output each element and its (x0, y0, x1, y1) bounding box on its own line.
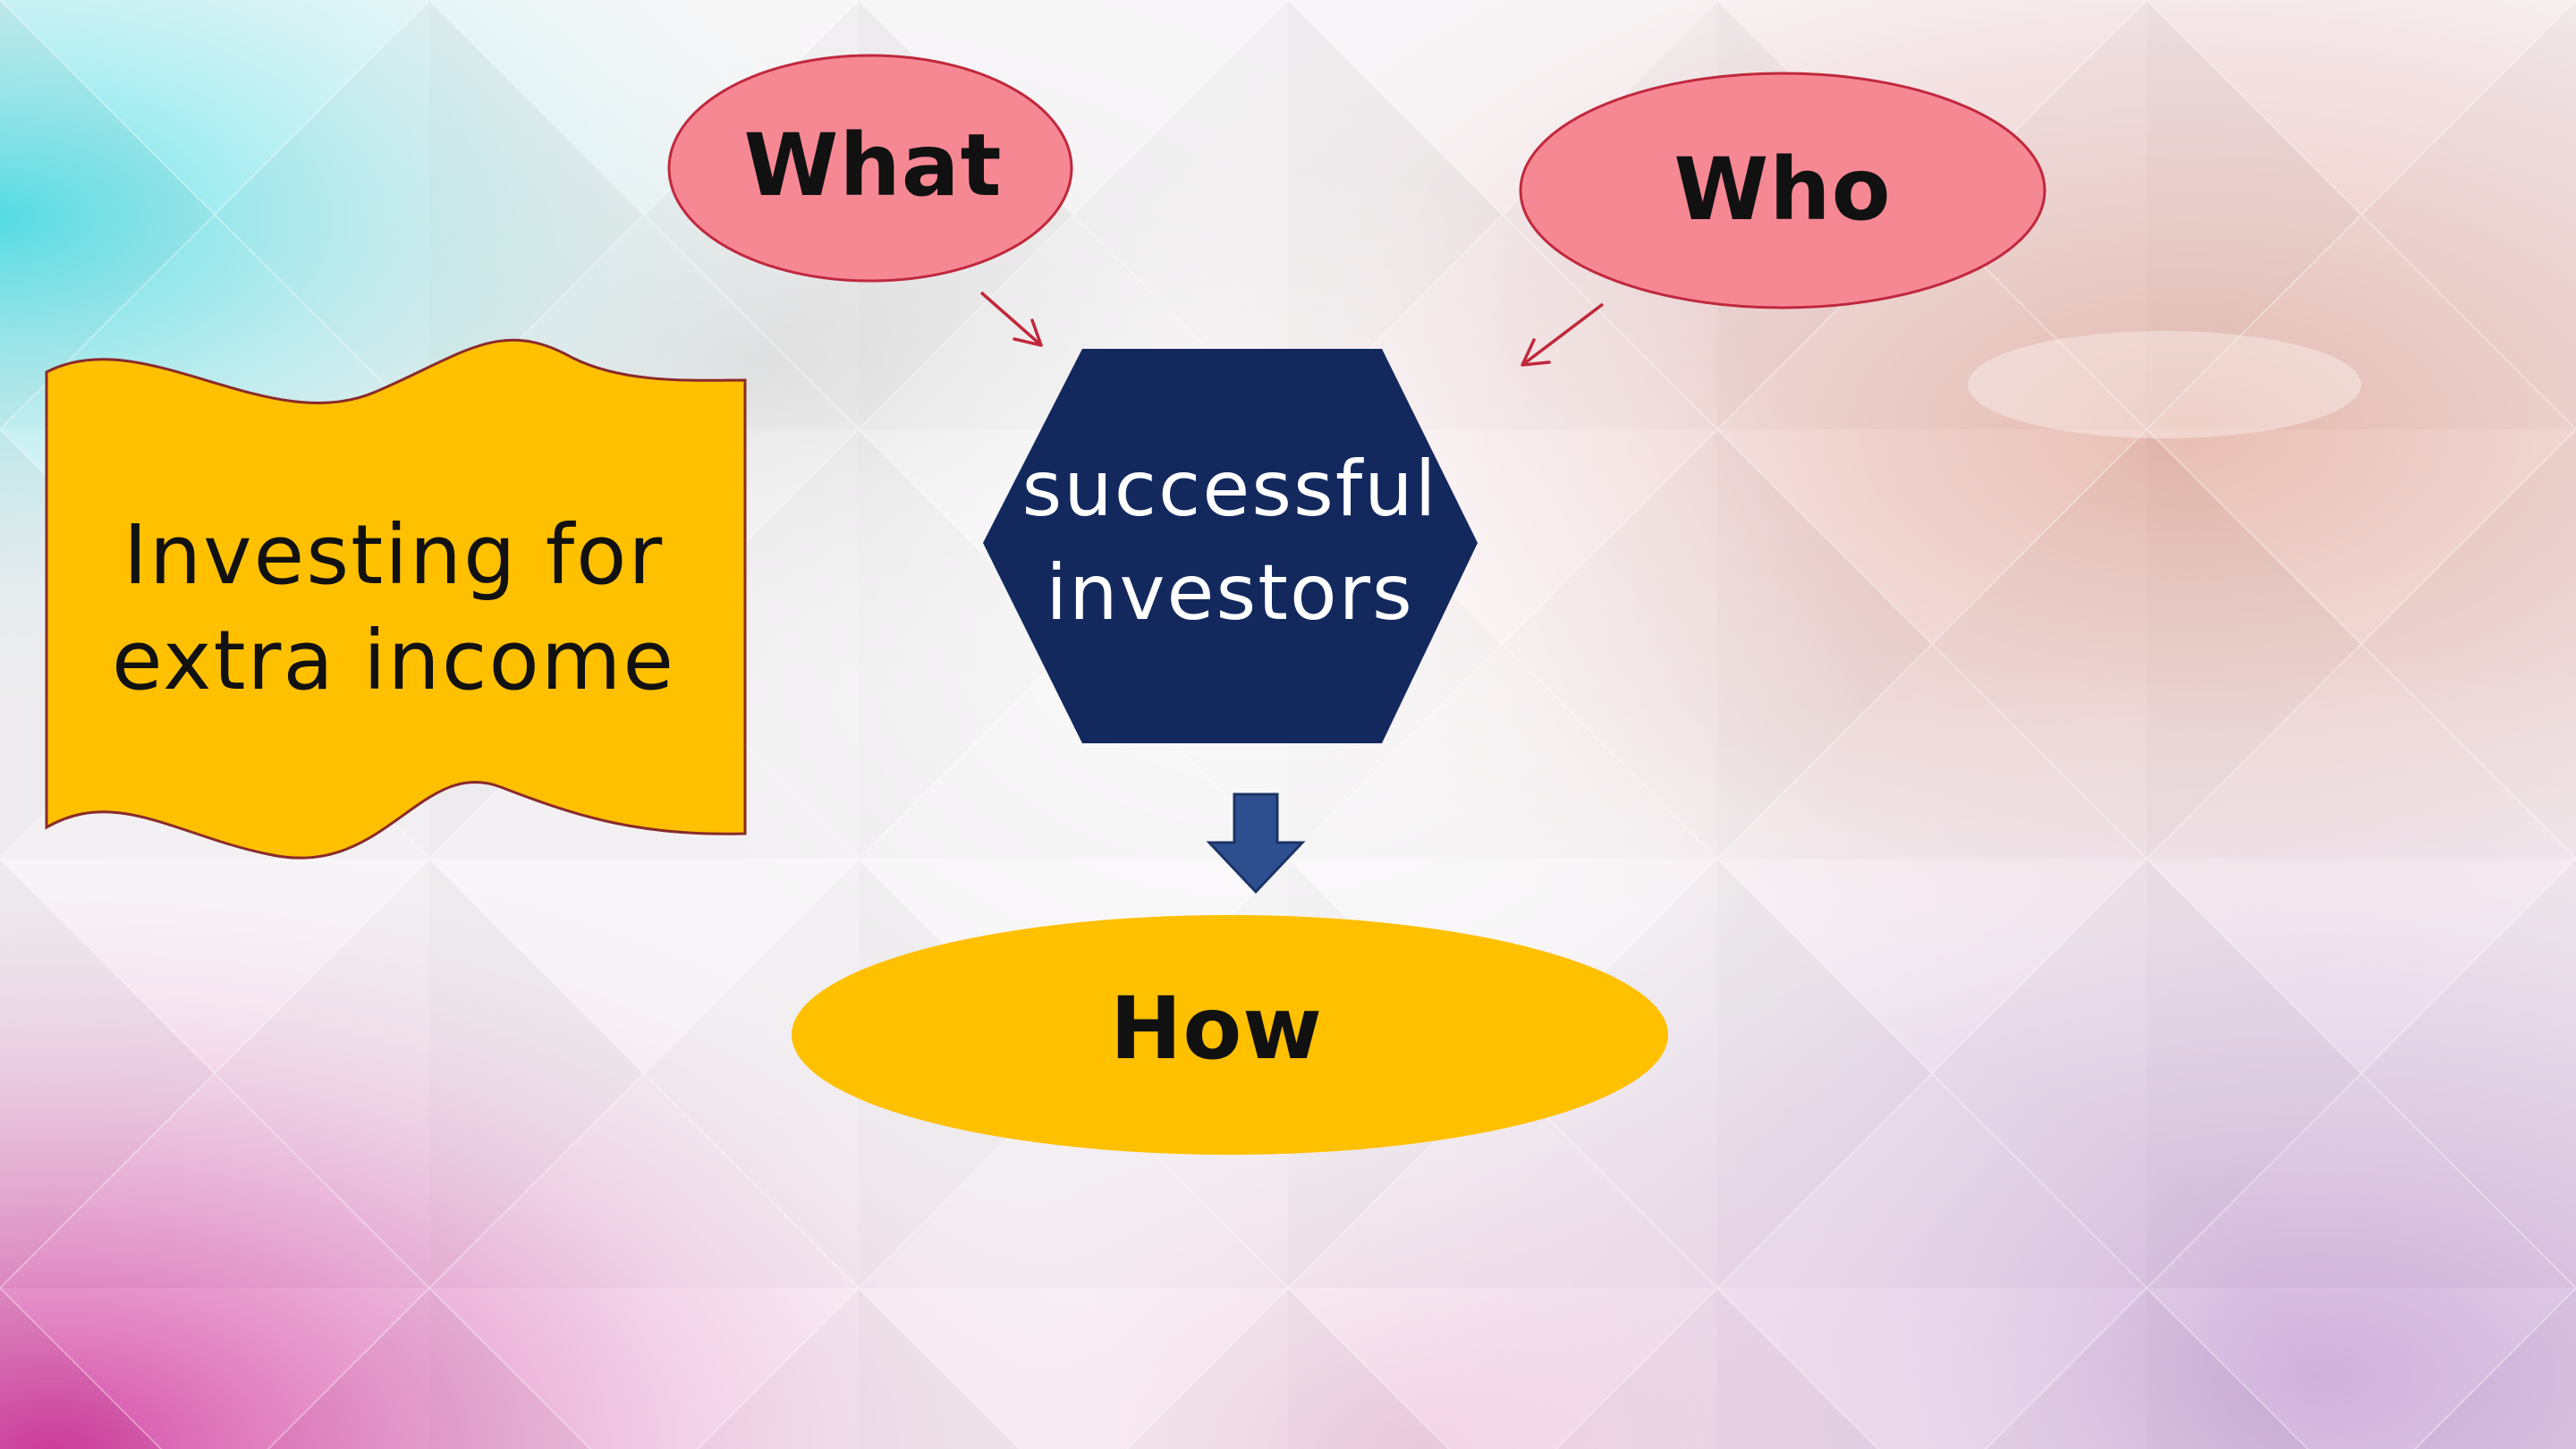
how-ellipse (792, 915, 1668, 1155)
who-ellipse (1519, 72, 2046, 309)
investing-banner-shape (45, 338, 747, 860)
who-label: Who (1674, 140, 1892, 240)
down-arrow (1206, 792, 1306, 894)
how-label: How (1110, 979, 1323, 1079)
what-to-center-connector (979, 291, 1043, 347)
what-ellipse (667, 54, 1073, 283)
investing-banner-label: Investing for extra income (112, 507, 675, 708)
successful-investors-hexagon (983, 349, 1478, 743)
who-to-center-connector (1521, 302, 1605, 367)
what-label: What (743, 115, 1003, 216)
successful-investors-label: successful investors (1021, 445, 1438, 638)
